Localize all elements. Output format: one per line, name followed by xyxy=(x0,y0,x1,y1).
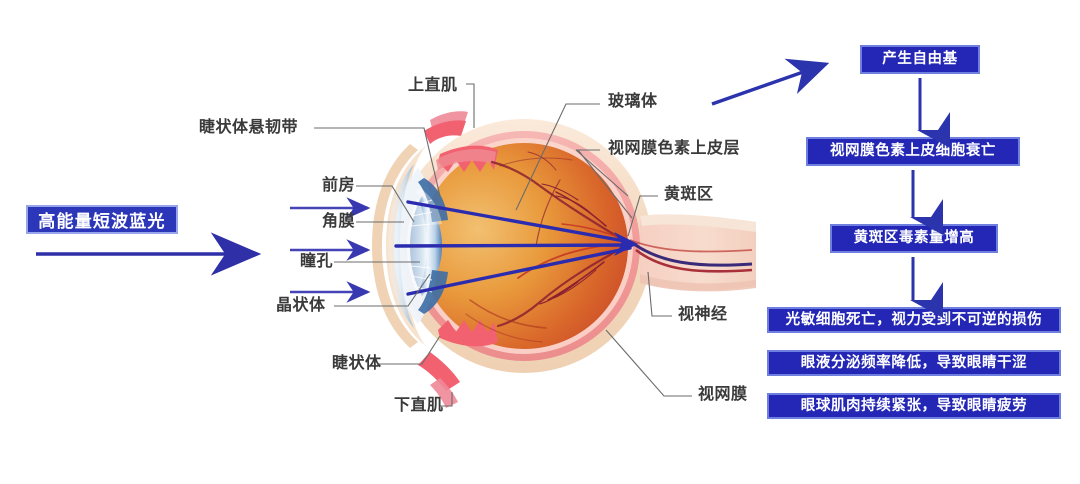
label-superior-rectus: 上直肌 xyxy=(408,77,458,94)
flow-box-muscle-fatigue: 眼球肌肉持续紧张，导致眼睛疲劳 xyxy=(767,393,1061,419)
eyeball-illustration xyxy=(372,111,756,408)
flow-box-macula-toxin: 黄斑区毒素量增高 xyxy=(830,224,998,253)
flow-box-photoreceptor-death: 光敏细胞死亡，视力受到不可逆的损伤 xyxy=(767,307,1061,333)
label-leader-lines xyxy=(314,83,692,407)
optic-nerve xyxy=(629,214,756,292)
flow-box-rpe-senescence-text: 视网膜色素上皮细胞衰亡 xyxy=(829,143,997,160)
superior-rectus-muscle xyxy=(424,111,468,144)
ciliary-body xyxy=(436,145,498,347)
entering-light-arrows xyxy=(290,197,371,303)
blue-light-title-badge: 高能量短波蓝光 xyxy=(26,205,178,234)
label-optic-nerve: 视神经 xyxy=(678,306,728,323)
flow-box-macula-toxin-text: 黄斑区毒素量增高 xyxy=(853,230,975,247)
label-anterior-chamber: 前房 xyxy=(322,177,356,194)
label-inferior-rectus: 下直肌 xyxy=(394,397,444,414)
label-pupil: 瞳孔 xyxy=(300,253,334,270)
cornea xyxy=(388,164,414,328)
flow-box-rpe-senescence: 视网膜色素上皮细胞衰亡 xyxy=(806,137,1020,166)
eye-to-flow-arrow xyxy=(711,58,830,106)
flow-box-tear-reduction-text: 眼液分泌频率降低，导致眼睛干涩 xyxy=(800,354,1028,371)
ciliary-zonule xyxy=(410,199,433,293)
label-vitreous-body: 玻璃体 xyxy=(608,93,658,110)
inferior-rectus-muscle xyxy=(418,352,460,408)
flow-box-muscle-fatigue-text: 眼球肌肉持续紧张，导致眼睛疲劳 xyxy=(800,397,1028,414)
label-lens: 晶状体 xyxy=(276,297,326,314)
flow-box-tear-reduction: 眼液分泌频率降低，导致眼睛干涩 xyxy=(767,350,1061,376)
blue-light-rays xyxy=(394,200,632,296)
label-retinal-pigment-epithelium: 视网膜色素上皮层 xyxy=(608,140,741,157)
label-ciliary-zonule: 睫状体悬韧带 xyxy=(199,119,299,136)
label-ciliary-body: 睫状体 xyxy=(332,355,382,372)
label-retina: 视网膜 xyxy=(698,386,748,403)
label-cornea: 角膜 xyxy=(322,213,356,230)
label-macula: 黄斑区 xyxy=(664,186,714,203)
blue-light-title-text: 高能量短波蓝光 xyxy=(38,212,166,231)
flow-box-free-radicals: 产生自由基 xyxy=(860,45,980,74)
flow-box-free-radicals-text: 产生自由基 xyxy=(882,51,958,68)
flow-box-photoreceptor-death-text: 光敏细胞死亡，视力受到不可逆的损伤 xyxy=(785,311,1043,328)
